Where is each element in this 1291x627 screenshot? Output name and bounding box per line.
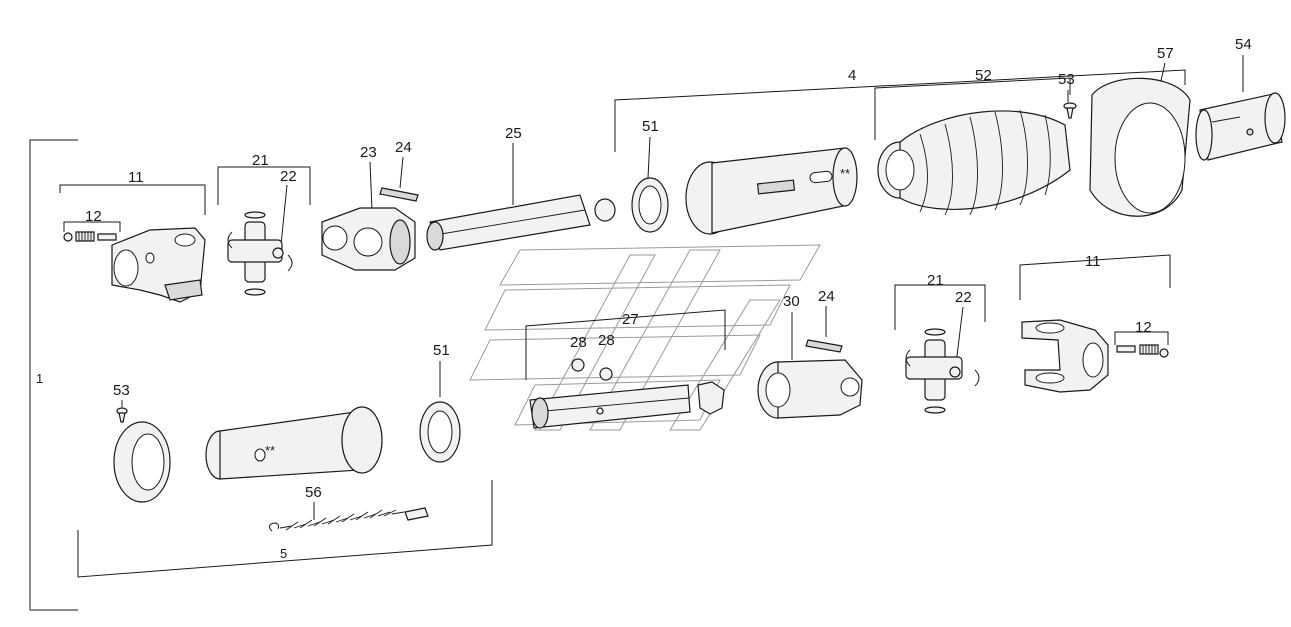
part-21-cross-journal-left xyxy=(227,211,293,296)
part-21-cross-journal-right xyxy=(905,328,980,414)
part-11-yoke-left xyxy=(111,227,206,303)
bracket-21-right xyxy=(894,284,986,330)
part-54-bearing-bush xyxy=(1195,92,1286,161)
label-30: 30 xyxy=(783,293,800,310)
bracket-4-top xyxy=(614,69,1186,152)
part-12-grease-nipple-right xyxy=(1116,344,1169,358)
label-4: 4 xyxy=(848,67,856,84)
label-52: 52 xyxy=(975,67,992,84)
bracket-27 xyxy=(525,309,726,380)
label-51-bottom: 51 xyxy=(433,342,450,359)
watermark-logo xyxy=(469,244,821,431)
label-23: 23 xyxy=(360,144,377,161)
star-bottom: ** xyxy=(265,443,275,458)
part-30-inner-yoke xyxy=(757,359,863,419)
bracket-12-top xyxy=(63,221,121,232)
label-53-bottom: 53 xyxy=(113,382,130,399)
bracket-11-top xyxy=(59,184,206,215)
part-27-inner-tube-lower xyxy=(529,384,691,429)
part-51-bearing-ring-top xyxy=(631,177,669,233)
label-54: 54 xyxy=(1235,36,1252,53)
label-21-right: 21 xyxy=(927,272,944,289)
label-12-right: 12 xyxy=(1135,319,1152,336)
part-57-protection-cone xyxy=(1089,77,1191,217)
part-12-grease-nipple xyxy=(63,231,117,242)
bracket-21-left xyxy=(217,166,311,205)
label-12-top: 12 xyxy=(85,208,102,225)
label-24-top: 24 xyxy=(395,139,412,156)
label-11-top: 11 xyxy=(128,169,144,186)
label-28a: 28 xyxy=(570,334,587,351)
part-28-nuts xyxy=(571,358,613,381)
label-51-top: 51 xyxy=(642,118,659,135)
label-27: 27 xyxy=(622,311,639,328)
label-22-right: 22 xyxy=(955,289,972,306)
label-21-left: 21 xyxy=(252,152,269,169)
part-11-yoke-right xyxy=(1021,319,1109,393)
part-52-guard-bellows xyxy=(877,109,1071,216)
group-bracket-1 xyxy=(29,139,78,611)
label-28b: 28 xyxy=(598,332,615,349)
part-spider-star xyxy=(697,381,725,415)
part-24-pin-top xyxy=(379,187,419,202)
label-24-mid: 24 xyxy=(818,288,835,305)
part-53-screw-top xyxy=(1063,102,1077,119)
label-1: 1 xyxy=(36,371,43,386)
part-outer-tube-top xyxy=(685,147,858,235)
part-outer-tube-bottom xyxy=(205,406,383,480)
label-53-top: 53 xyxy=(1058,71,1075,88)
bracket-11-right xyxy=(1019,254,1171,300)
label-25: 25 xyxy=(505,125,522,142)
part-24-pin-mid xyxy=(805,339,843,353)
label-11-right: 11 xyxy=(1085,253,1101,270)
label-56: 56 xyxy=(305,484,322,501)
part-bushing-small xyxy=(594,198,616,222)
label-22-left: 22 xyxy=(280,168,297,185)
star-top: ** xyxy=(840,166,850,181)
label-57: 57 xyxy=(1157,45,1174,62)
bracket-52 xyxy=(874,77,1071,140)
part-53-screw-bottom xyxy=(116,407,128,423)
part-51-bearing-ring-bottom xyxy=(419,401,461,463)
bracket-12-right xyxy=(1114,331,1169,345)
part-23-inner-yoke xyxy=(321,207,416,271)
bracket-5 xyxy=(77,480,493,578)
part-guard-cap-bottom xyxy=(113,421,171,503)
part-56-safety-chain xyxy=(268,507,429,532)
label-5: 5 xyxy=(280,546,287,561)
part-25-inner-tube xyxy=(426,194,591,251)
